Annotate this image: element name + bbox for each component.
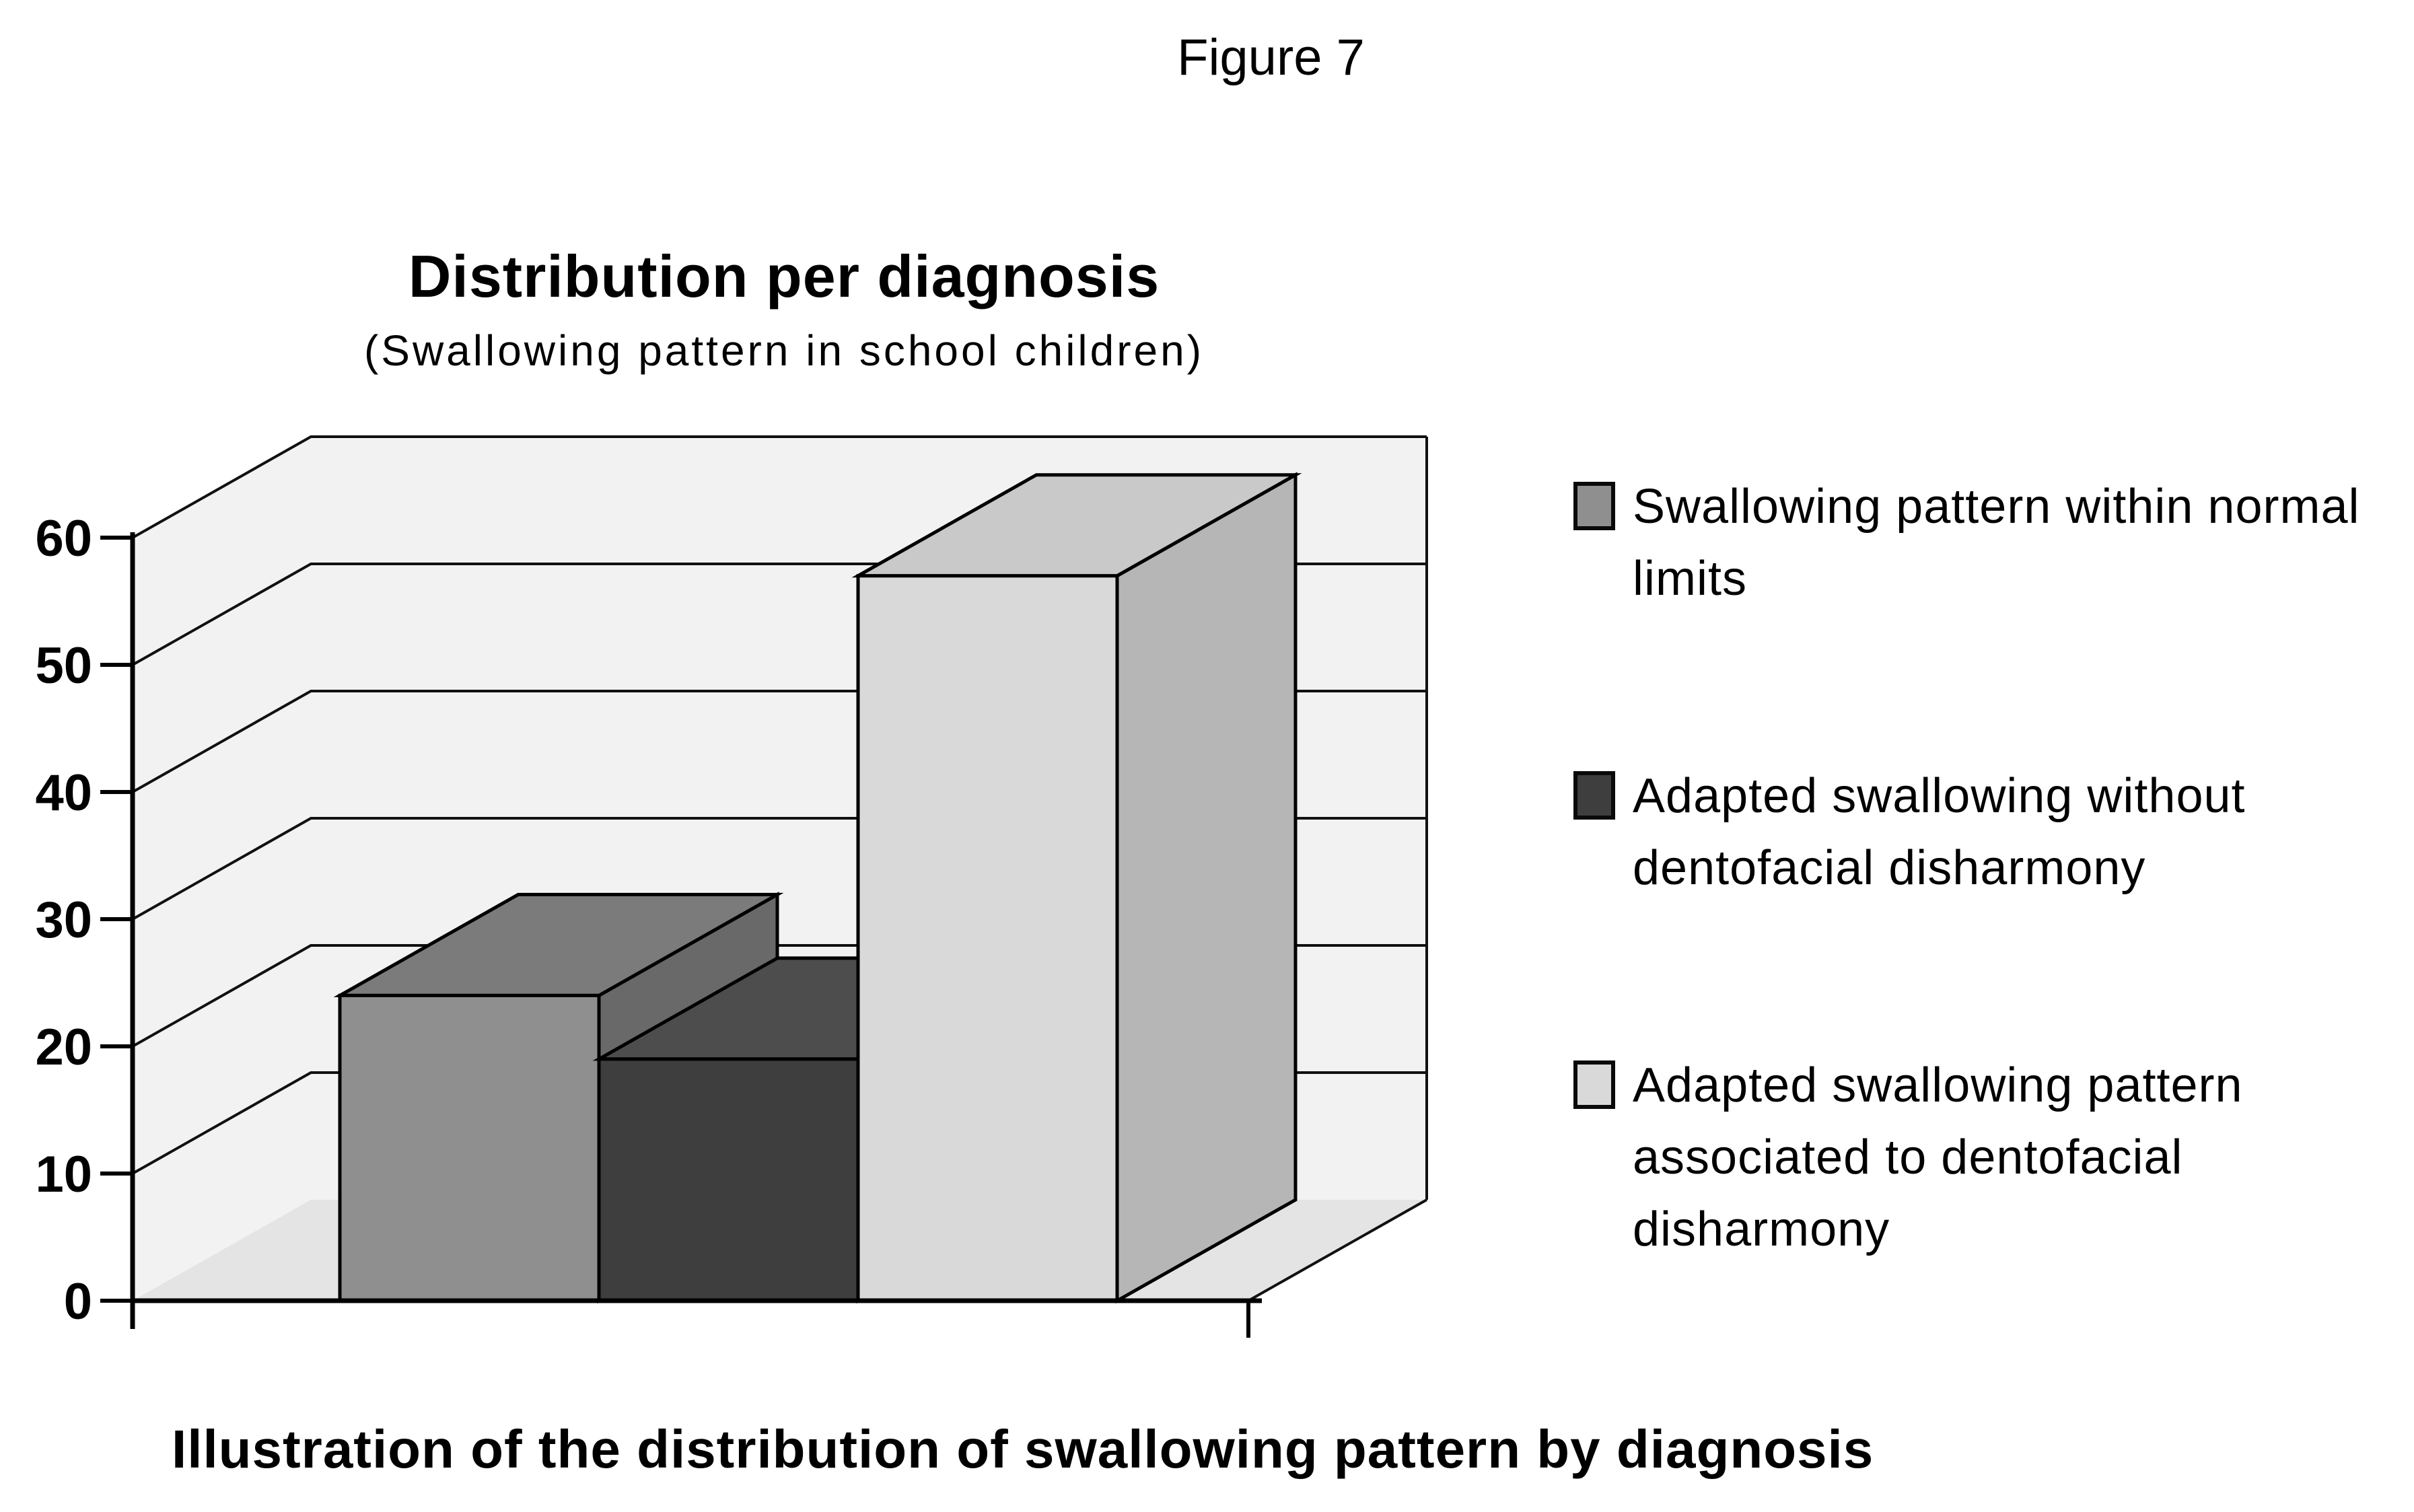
legend-swatch-icon [1573,1060,1615,1109]
figure-label: Figure 7 [1177,29,1365,86]
legend-label: Adapted swallowing without dentofacial d… [1633,769,2246,895]
chart-subtitle: (Swallowing pattern in school children) [363,326,1205,375]
legend-item-0: Swallowing pattern within normal limits [1573,471,2408,615]
bar-side-2 [1115,472,1298,1304]
y-tick-label: 0 [64,1273,92,1330]
legend-item-1: Adapted swallowing without dentofacial d… [1573,760,2408,904]
legend-item-2: Adapted swallowing pattern associated to… [1573,1050,2408,1266]
legend-swatch-icon [1573,771,1615,820]
grid-line [132,435,1427,539]
chart-title-block: Distribution per diagnosis (Swallowing p… [246,242,1322,375]
figure-caption: Illustration of the distribution of swal… [172,1419,1874,1479]
y-tick-label: 10 [35,1146,92,1203]
y-tick-label: 60 [35,510,92,567]
floor-right-edge [1248,1198,1427,1302]
legend-label: Adapted swallowing pattern associated to… [1633,1058,2243,1256]
y-tick-label: 20 [35,1019,92,1076]
chart-title: Distribution per diagnosis [408,243,1160,310]
bar-front-1 [597,1057,860,1303]
bar-front-0 [338,993,601,1303]
y-tick-label: 40 [35,764,92,822]
y-tick-label: 50 [35,637,92,694]
legend-label: Swallowing pattern within normal limits [1633,480,2360,606]
bar-front-2 [856,574,1119,1303]
y-tick-label: 30 [35,892,92,949]
legend-swatch-icon [1573,482,1615,530]
